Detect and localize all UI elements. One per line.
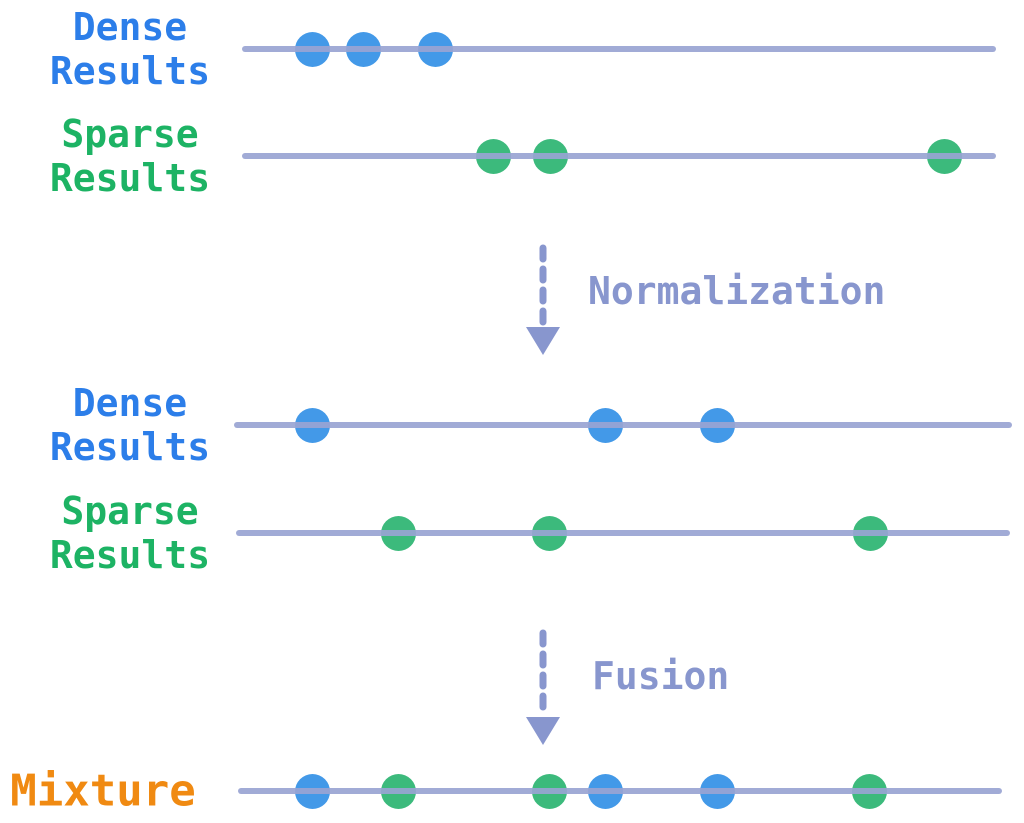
line-normalized-sparse [236,530,1010,536]
label-mixture: Mixture [10,765,196,817]
label-original-sparse: Sparse Results [49,111,211,200]
line-original-sparse [242,153,996,159]
arrow-normalization-icon [526,244,560,355]
line-normalized-dense [234,422,1012,428]
label-fusion: Fusion [592,654,730,698]
label-original-dense: Dense Results [49,4,211,93]
label-normalized-dense: Dense Results [49,380,211,469]
label-normalization: Normalization [588,269,886,313]
line-mixture [238,788,1002,794]
arrow-fusion-icon [526,629,560,745]
label-normalized-sparse: Sparse Results [49,488,211,577]
line-original-dense [242,46,996,52]
